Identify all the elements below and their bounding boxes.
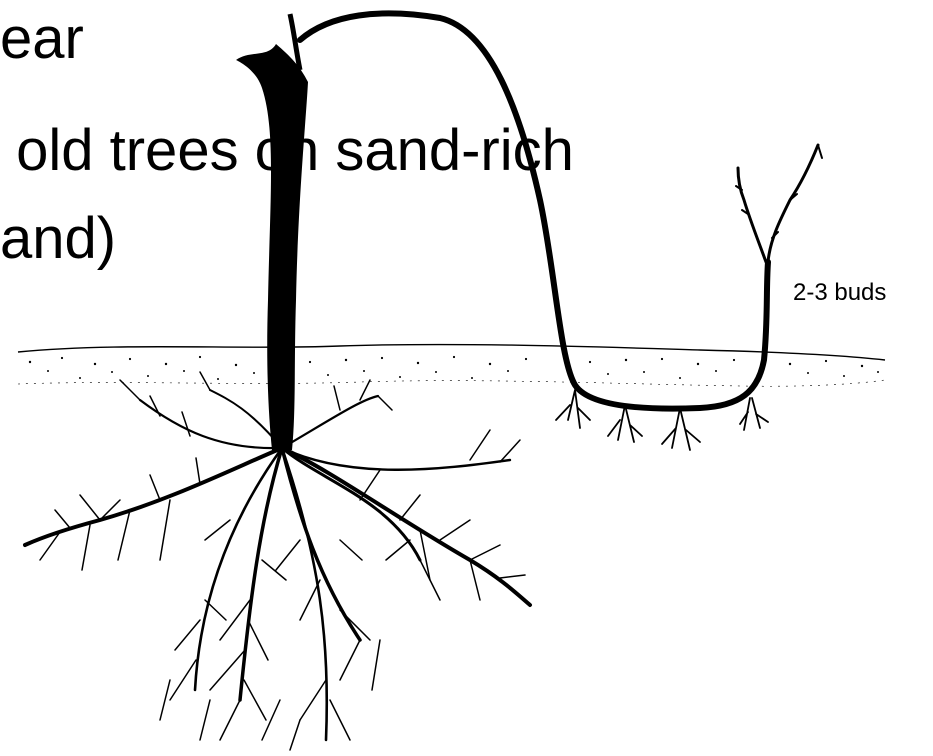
bud-label: 2-3 buds: [793, 281, 886, 305]
shoot-tip: [736, 145, 822, 262]
main-trunk: [236, 44, 308, 450]
